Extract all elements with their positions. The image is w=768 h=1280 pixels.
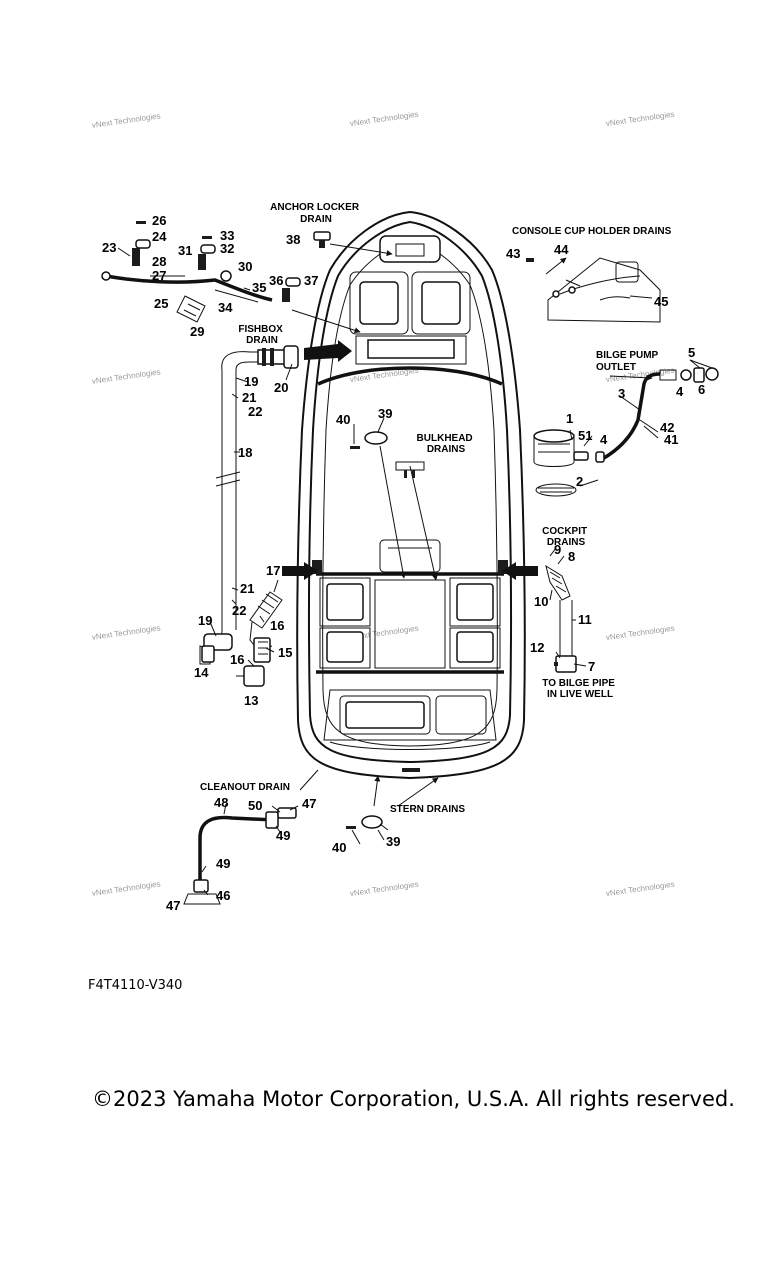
part-number: 37 xyxy=(304,273,318,288)
part-number: 44 xyxy=(554,242,569,257)
part-number: 12 xyxy=(530,640,544,655)
part-number: 40 xyxy=(332,840,346,855)
part-number: 17 xyxy=(266,563,280,578)
part-number: 19 xyxy=(198,613,212,628)
part-number: 48 xyxy=(214,795,228,810)
bulkhead-drain xyxy=(350,431,425,478)
part-number: 5 xyxy=(688,345,695,360)
part-number: 30 xyxy=(238,259,252,274)
part-number: 6 xyxy=(698,382,705,397)
cockpit-drains-label: COCKPIT DRAINS xyxy=(542,526,590,548)
cleanout-drain-hose xyxy=(183,807,297,905)
part-number: 33 xyxy=(220,228,234,243)
part-number: 35 xyxy=(252,280,266,295)
part-number: 49 xyxy=(276,828,290,843)
fishbox-drain-hose xyxy=(199,345,299,665)
part-number: 8 xyxy=(568,549,575,564)
part-number: 13 xyxy=(244,693,258,708)
part-number: 11 xyxy=(578,612,592,627)
part-number: 50 xyxy=(248,798,262,813)
part-number: 23 xyxy=(102,240,116,255)
part-number: 31 xyxy=(178,243,192,258)
watermark: vNext Technologies xyxy=(91,111,161,130)
part-number: 45 xyxy=(654,294,668,309)
watermark: vNext Technologies xyxy=(91,879,161,898)
to-bilge-pipe-label: TO BILGE PIPE IN LIVE WELL xyxy=(542,678,617,700)
part-number: 42 xyxy=(660,420,674,435)
bilge-pump xyxy=(533,429,589,497)
part-number: 1 xyxy=(566,411,573,426)
part-number: 51 xyxy=(578,428,592,443)
part-number: 4 xyxy=(676,384,684,399)
part-number: 43 xyxy=(506,246,520,261)
part-number: 41 xyxy=(664,432,678,447)
part-number: 28 xyxy=(152,254,166,269)
part-number: 40 xyxy=(336,412,350,427)
stern-drain xyxy=(346,815,389,831)
part-number: 19 xyxy=(244,374,258,389)
bilge-pump-outlet xyxy=(595,367,719,463)
part-number: 16 xyxy=(270,618,284,633)
part-number: 32 xyxy=(220,241,234,256)
cockpit-drain-hose xyxy=(545,564,577,673)
watermark: vNext Technologies xyxy=(349,880,419,899)
part-number: 29 xyxy=(190,324,204,339)
part-number: 10 xyxy=(534,594,548,609)
watermark: vNext Technologies xyxy=(349,110,419,129)
part-number: 3 xyxy=(618,386,625,401)
copyright-notice: ©2023 Yamaha Motor Corporation, U.S.A. A… xyxy=(92,1087,735,1111)
watermark: vNext Technologies xyxy=(605,880,675,899)
part-number: 39 xyxy=(386,834,400,849)
cleanout-drain-label: CLEANOUT DRAIN xyxy=(200,782,290,793)
callout-labels: ANCHOR LOCKER DRAIN CONSOLE CUP HOLDER D… xyxy=(200,202,672,815)
part-number: 38 xyxy=(286,232,300,247)
leader-lines xyxy=(201,359,713,896)
part-number: 21 xyxy=(240,581,254,596)
stern-drains-label: STERN DRAINS xyxy=(390,804,465,815)
fishbox-drain-label: FISHBOX DRAIN xyxy=(238,324,285,346)
console-cup-holder-drains xyxy=(526,257,661,323)
part-number: 34 xyxy=(218,300,233,315)
bulkhead-drains-label: BULKHEAD DRAINS xyxy=(417,433,476,455)
watermark: vNext Technologies xyxy=(91,623,161,642)
part-number: 46 xyxy=(216,888,230,903)
part-number: 39 xyxy=(378,406,392,421)
part-numbers: 26 24 23 33 32 31 30 28 27 36 37 35 25 3… xyxy=(102,213,705,913)
part-number: 2 xyxy=(576,474,583,489)
part-number: 7 xyxy=(588,659,595,674)
boat-hull xyxy=(296,210,526,780)
bilge-pump-outlet-label: BILGE PUMP OUTLET xyxy=(596,350,661,373)
watermark: vNext Technologies xyxy=(605,624,675,643)
anchor-drain-fitting xyxy=(313,231,331,248)
part-number: 24 xyxy=(152,229,167,244)
part-number: 9 xyxy=(554,542,561,557)
part-number: 21 xyxy=(242,390,256,405)
part-number: 47 xyxy=(302,796,316,811)
part-number: 27 xyxy=(152,268,166,283)
part-number: 4 xyxy=(600,432,608,447)
anchor-locker-drain-label: ANCHOR LOCKER DRAIN xyxy=(270,202,362,225)
part-number: 49 xyxy=(216,856,230,871)
forward-drain-hose-assembly xyxy=(101,221,301,323)
part-number: 15 xyxy=(278,645,292,660)
part-number: 47 xyxy=(166,898,180,913)
part-number: 20 xyxy=(274,380,288,395)
watermark: vNext Technologies xyxy=(605,110,675,129)
part-number: 18 xyxy=(238,445,252,460)
part-number: 25 xyxy=(154,296,168,311)
part-number: 22 xyxy=(248,404,262,419)
part-number: 22 xyxy=(232,603,246,618)
part-number: 16 xyxy=(230,652,244,667)
callout-arrows xyxy=(282,243,653,807)
diagram-part-code: F4T4110-V340 xyxy=(88,978,183,993)
part-number: 26 xyxy=(152,213,166,228)
watermark: vNext Technologies xyxy=(91,367,161,386)
part-number: 14 xyxy=(194,665,209,680)
console-cup-holder-drains-label: CONSOLE CUP HOLDER DRAINS xyxy=(512,226,672,237)
part-number: 36 xyxy=(269,273,283,288)
